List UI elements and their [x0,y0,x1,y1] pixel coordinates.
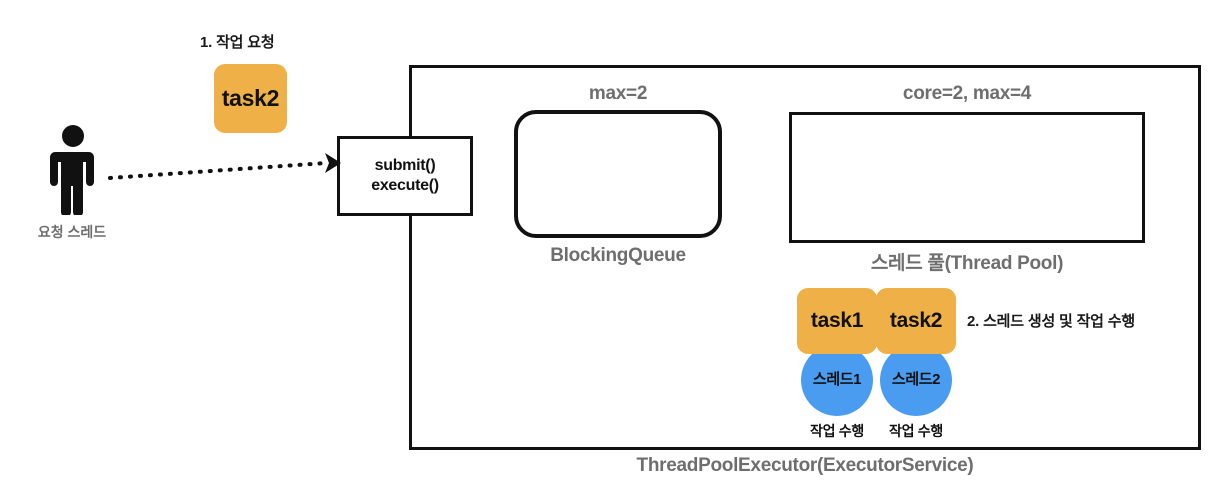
running-status-1: 작업 수행 [810,423,864,439]
running-thread-2: 스레드2 [880,344,952,416]
thread-pool-capacity-label: core=2, max=4 [902,83,1032,104]
actor-caption: 요청 스레드 [37,224,107,240]
thread-pool-box [789,112,1145,243]
blocking-queue-label: BlockingQueue [550,245,686,266]
running-thread-1: 스레드1 [801,344,873,416]
step-2-label: 2. 스레드 생성 및 작업 수행 [967,313,1135,330]
entrypoint-box: submit() execute() [337,136,473,216]
submit-method-label: submit() [374,156,436,174]
blocking-queue-capacity-label: max=2 [588,83,648,104]
running-status-2: 작업 수행 [889,423,943,439]
execute-method-label: execute() [371,177,439,194]
blocking-queue-box [514,110,722,238]
person-icon [45,125,101,217]
running-task-1: task1 [797,288,877,354]
executor-caption: ThreadPoolExecutor(ExecutorService) [636,455,974,476]
thread-pool-label: 스레드 풀(Thread Pool) [870,253,1064,274]
step-1-label: 1. 작업 요청 [200,34,275,51]
threadpool-executor-frame [409,65,1201,450]
running-task-2: task2 [876,288,956,354]
submitted-task-box: task2 [214,64,287,133]
